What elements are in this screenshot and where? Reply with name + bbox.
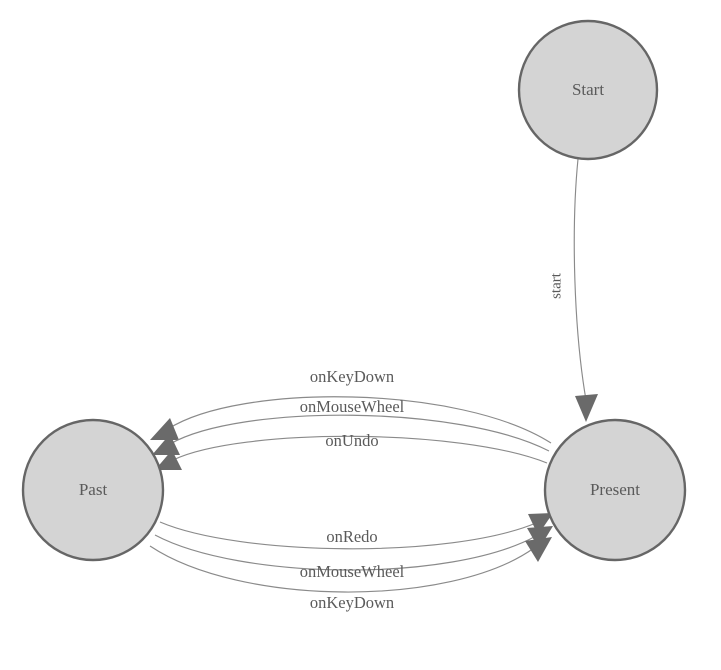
edge-past-present-keydown-path <box>149 545 535 593</box>
edge-past-present-redo-arrowhead <box>528 513 553 535</box>
node-past[interactable]: Past <box>21 418 165 562</box>
node-past-label: Past <box>79 480 108 499</box>
edge-past-present-redo-label: onRedo <box>326 527 377 546</box>
edge-present-past-keydown-arrowhead <box>150 418 179 440</box>
edge-past-present-redo[interactable]: onRedo <box>159 513 553 550</box>
edge-past-present-mousewheel-path <box>154 534 537 571</box>
node-present[interactable]: Present <box>543 418 687 562</box>
edge-past-present-mousewheel-label: onMouseWheel <box>300 562 405 581</box>
node-start[interactable]: Start <box>517 19 659 161</box>
edge-past-present-keydown[interactable]: onKeyDown <box>149 537 552 612</box>
edge-start-label: start <box>548 272 564 299</box>
edge-present-past-keydown-label: onKeyDown <box>310 367 394 386</box>
edge-start[interactable]: start <box>548 158 598 422</box>
edge-past-present-mousewheel[interactable]: onMouseWheel <box>154 526 553 581</box>
edge-past-present-mousewheel-arrowhead <box>527 526 553 549</box>
edge-past-present-redo-path <box>159 521 537 550</box>
edge-present-past-keydown[interactable]: onKeyDown <box>150 367 552 444</box>
edge-present-past-undo[interactable]: onUndo <box>155 431 548 470</box>
edge-present-past-undo-arrowhead <box>155 450 182 470</box>
edge-present-past-keydown-path <box>167 396 552 444</box>
node-present-circle <box>543 418 687 562</box>
edge-start-arrowhead <box>575 394 598 422</box>
edge-past-present-keydown-label: onKeyDown <box>310 593 394 612</box>
node-present-label: Present <box>590 480 640 499</box>
node-past-circle <box>21 418 165 562</box>
edge-present-past-mousewheel-label: onMouseWheel <box>300 397 405 416</box>
edge-present-past-mousewheel[interactable]: onMouseWheel <box>152 397 550 455</box>
edge-start-path <box>573 158 587 401</box>
edge-present-past-undo-path <box>172 435 548 464</box>
node-start-circle <box>517 19 659 161</box>
edge-present-past-undo-label: onUndo <box>325 431 378 450</box>
node-start-label: Start <box>572 80 604 99</box>
edge-past-present-keydown-arrowhead <box>525 537 552 562</box>
edge-present-past-mousewheel-arrowhead <box>152 434 180 455</box>
edge-present-past-mousewheel-path <box>169 414 550 452</box>
